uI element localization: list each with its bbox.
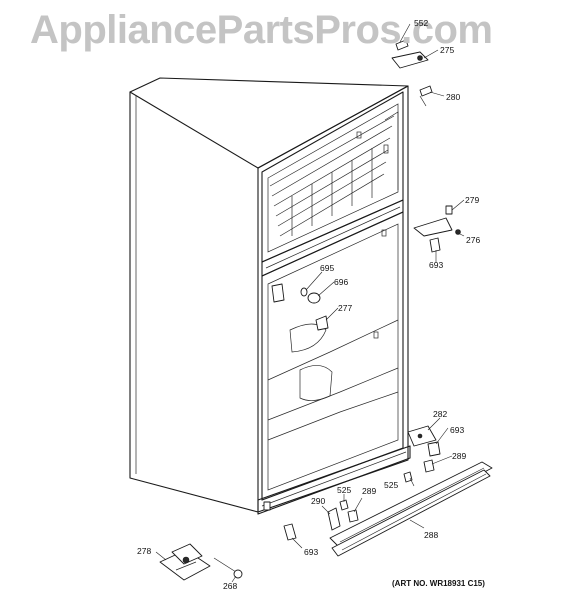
leader-lines <box>155 23 465 583</box>
grille-screws <box>339 459 435 523</box>
roller-bracket <box>159 543 211 581</box>
callout-280[interactable]: 280 <box>446 92 461 102</box>
callout-276[interactable]: 276 <box>466 235 481 245</box>
art-number: (ART NO. WR18931 C15) <box>392 579 485 588</box>
callout-282[interactable]: 282 <box>433 409 448 419</box>
callout-525-a[interactable]: 525 <box>384 480 399 490</box>
callout-290[interactable]: 290 <box>311 496 326 506</box>
watermark: AppliancePartsPros.com <box>30 8 493 52</box>
callout-693-b[interactable]: 693 <box>450 425 465 435</box>
callout-525-b[interactable]: 525 <box>337 485 352 495</box>
callout-278[interactable]: 278 <box>137 546 152 556</box>
callout-268[interactable]: 268 <box>223 581 238 591</box>
bracket-screw <box>213 557 243 579</box>
cabinet-base <box>257 445 411 515</box>
freezer-compartment <box>261 91 404 263</box>
cabinet-body <box>129 77 409 513</box>
leveling-screw <box>283 523 297 541</box>
center-hinge <box>413 205 461 253</box>
fresh-food-compartment <box>261 211 404 501</box>
callout-552[interactable]: 552 <box>414 18 429 28</box>
callout-289-b[interactable]: 289 <box>362 486 377 496</box>
top-hinge <box>391 39 429 69</box>
callout-275[interactable]: 275 <box>440 45 455 55</box>
interior-fasteners <box>271 283 329 331</box>
grille-bracket <box>327 507 341 531</box>
kick-grille <box>329 461 493 557</box>
hinge-pin <box>419 85 433 107</box>
callout-279[interactable]: 279 <box>465 195 480 205</box>
callout-695[interactable]: 695 <box>320 263 335 273</box>
callout-693-c[interactable]: 693 <box>304 547 319 557</box>
callout-696[interactable]: 696 <box>334 277 349 287</box>
callout-289-a[interactable]: 289 <box>452 451 467 461</box>
callout-277[interactable]: 277 <box>338 303 353 313</box>
bottom-hinge <box>407 425 441 457</box>
callout-288[interactable]: 288 <box>424 530 439 540</box>
callout-693-a[interactable]: 693 <box>429 260 444 270</box>
